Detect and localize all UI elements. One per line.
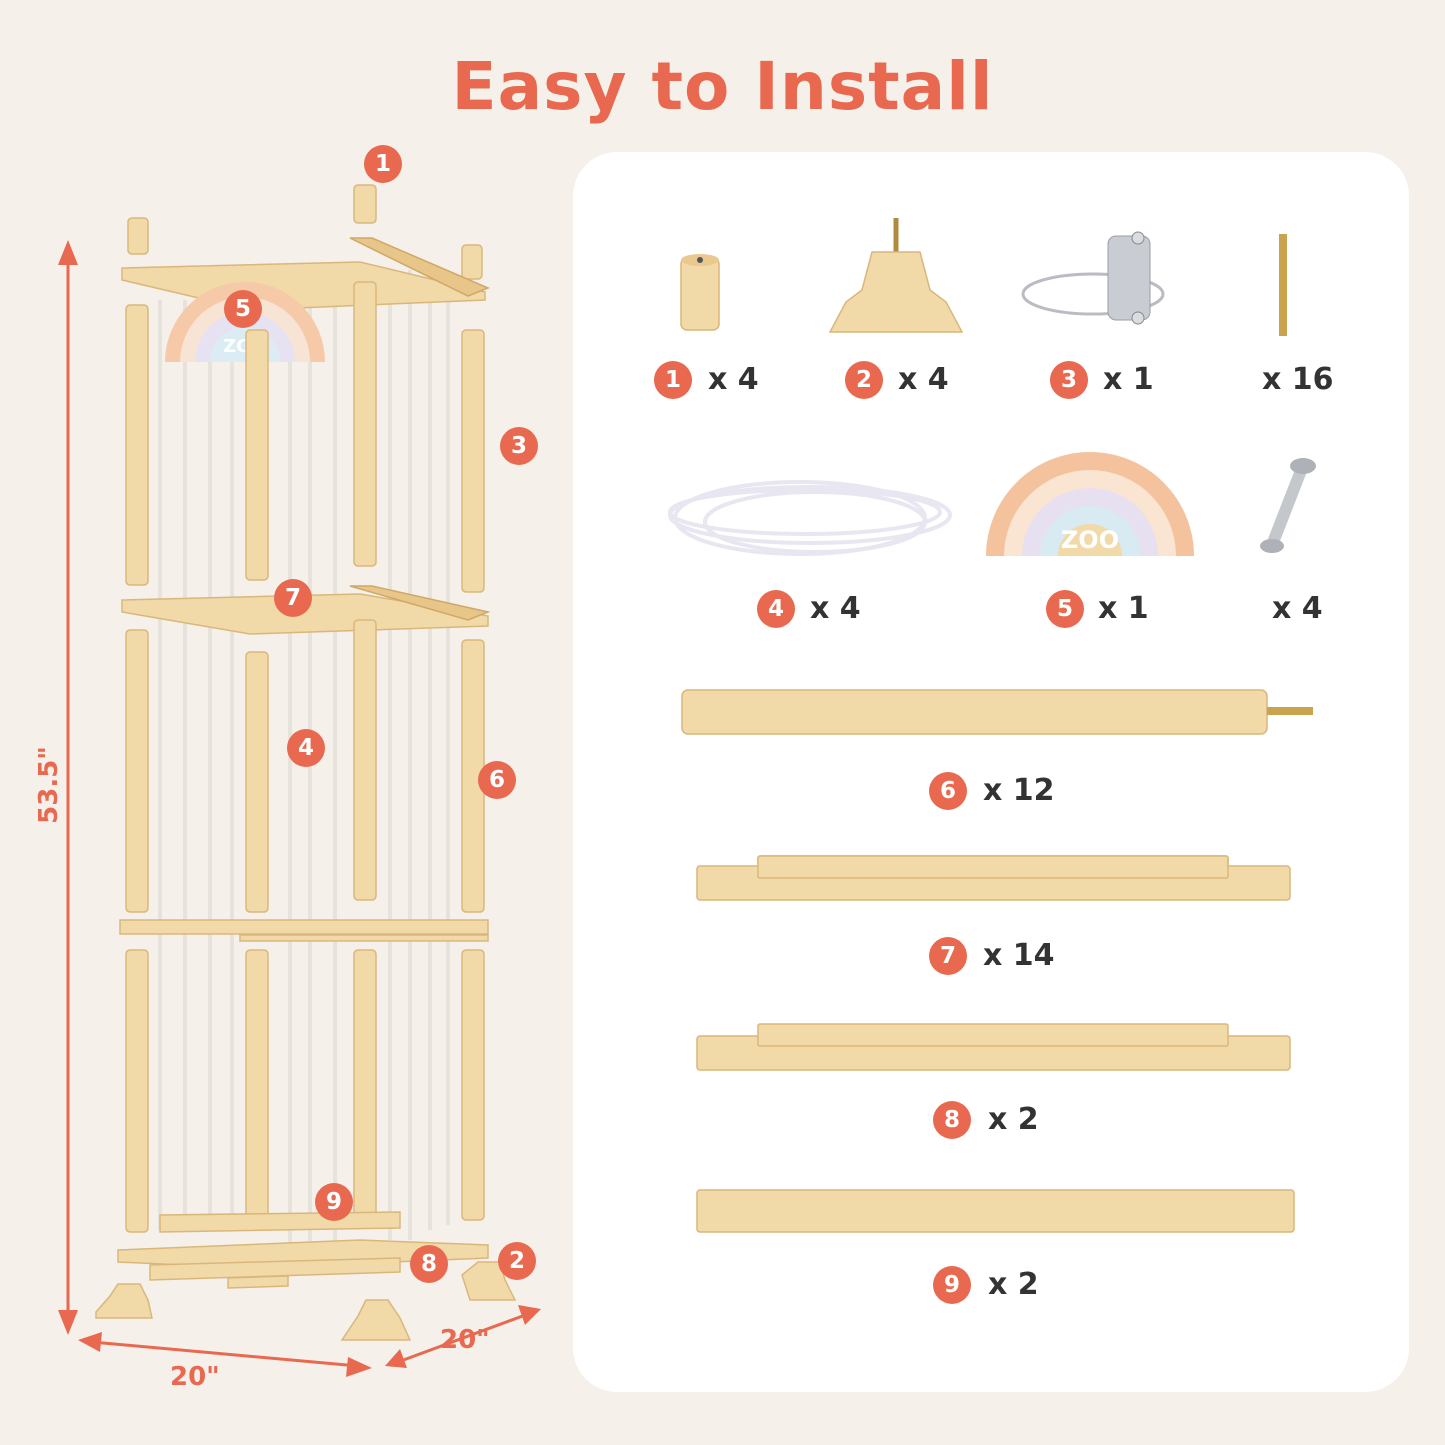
assembly-badge-4: 4 — [287, 729, 325, 767]
part-badge-7: 7 — [929, 937, 967, 975]
assembly-badge-1: 1 — [364, 145, 402, 183]
part-qty-4: x 4 — [810, 591, 861, 626]
part-badge-6: 6 — [929, 772, 967, 810]
part-6-post-image — [681, 689, 1313, 735]
part-badge-5: 5 — [1046, 590, 1084, 628]
part-badge-1: 1 — [654, 361, 692, 399]
part-1-cap-image — [680, 254, 720, 331]
part-4-cord-image — [668, 480, 952, 556]
assembly-badge-8: 8 — [410, 1245, 448, 1283]
part-9-slat-image — [696, 1189, 1295, 1233]
part-5-rainbow-text: ZOO — [1061, 526, 1119, 554]
part-badge-3: 3 — [1050, 361, 1088, 399]
assembly-badge-6: 6 — [478, 761, 516, 799]
part-badge-4: 4 — [757, 590, 795, 628]
part-qty-6: x 12 — [983, 773, 1055, 808]
assembly-badge-7: 7 — [274, 579, 312, 617]
threaded-rod-image — [1279, 234, 1287, 336]
part-3-latch-image — [1021, 231, 1165, 325]
part-badge-2: 2 — [845, 361, 883, 399]
assembled-cage-illustration: ZOO — [58, 184, 541, 1377]
part-qty-5: x 1 — [1098, 591, 1149, 626]
assembly-badge-3: 3 — [500, 427, 538, 465]
barrel-screw-image — [1260, 458, 1316, 553]
assembly-badge-2: 2 — [498, 1242, 536, 1280]
part-2-foot-image — [828, 218, 964, 333]
part-qty-rod: x 16 — [1262, 362, 1334, 397]
part-qty-1: x 4 — [708, 362, 759, 397]
assembly-badge-5: 5 — [224, 290, 262, 328]
part-7-slat-image — [696, 855, 1291, 901]
part-qty-7: x 14 — [983, 938, 1055, 973]
part-5-rainbow-sign-image: ZOO — [986, 452, 1194, 556]
part-qty-8: x 2 — [988, 1102, 1039, 1137]
part-qty-9: x 2 — [988, 1267, 1039, 1302]
page-title: Easy to Install — [451, 48, 994, 125]
part-badge-9: 9 — [933, 1266, 971, 1304]
width-dimension-label: 20" — [170, 1362, 220, 1392]
part-qty-2: x 4 — [898, 362, 949, 397]
part-qty-screw: x 4 — [1272, 591, 1323, 626]
part-8-slat-image — [696, 1023, 1291, 1071]
depth-dimension-label: 20" — [440, 1325, 490, 1355]
part-badge-8: 8 — [933, 1101, 971, 1139]
part-qty-3: x 1 — [1103, 362, 1154, 397]
assembly-badge-9: 9 — [315, 1183, 353, 1221]
parts-list-panel — [573, 152, 1409, 1392]
